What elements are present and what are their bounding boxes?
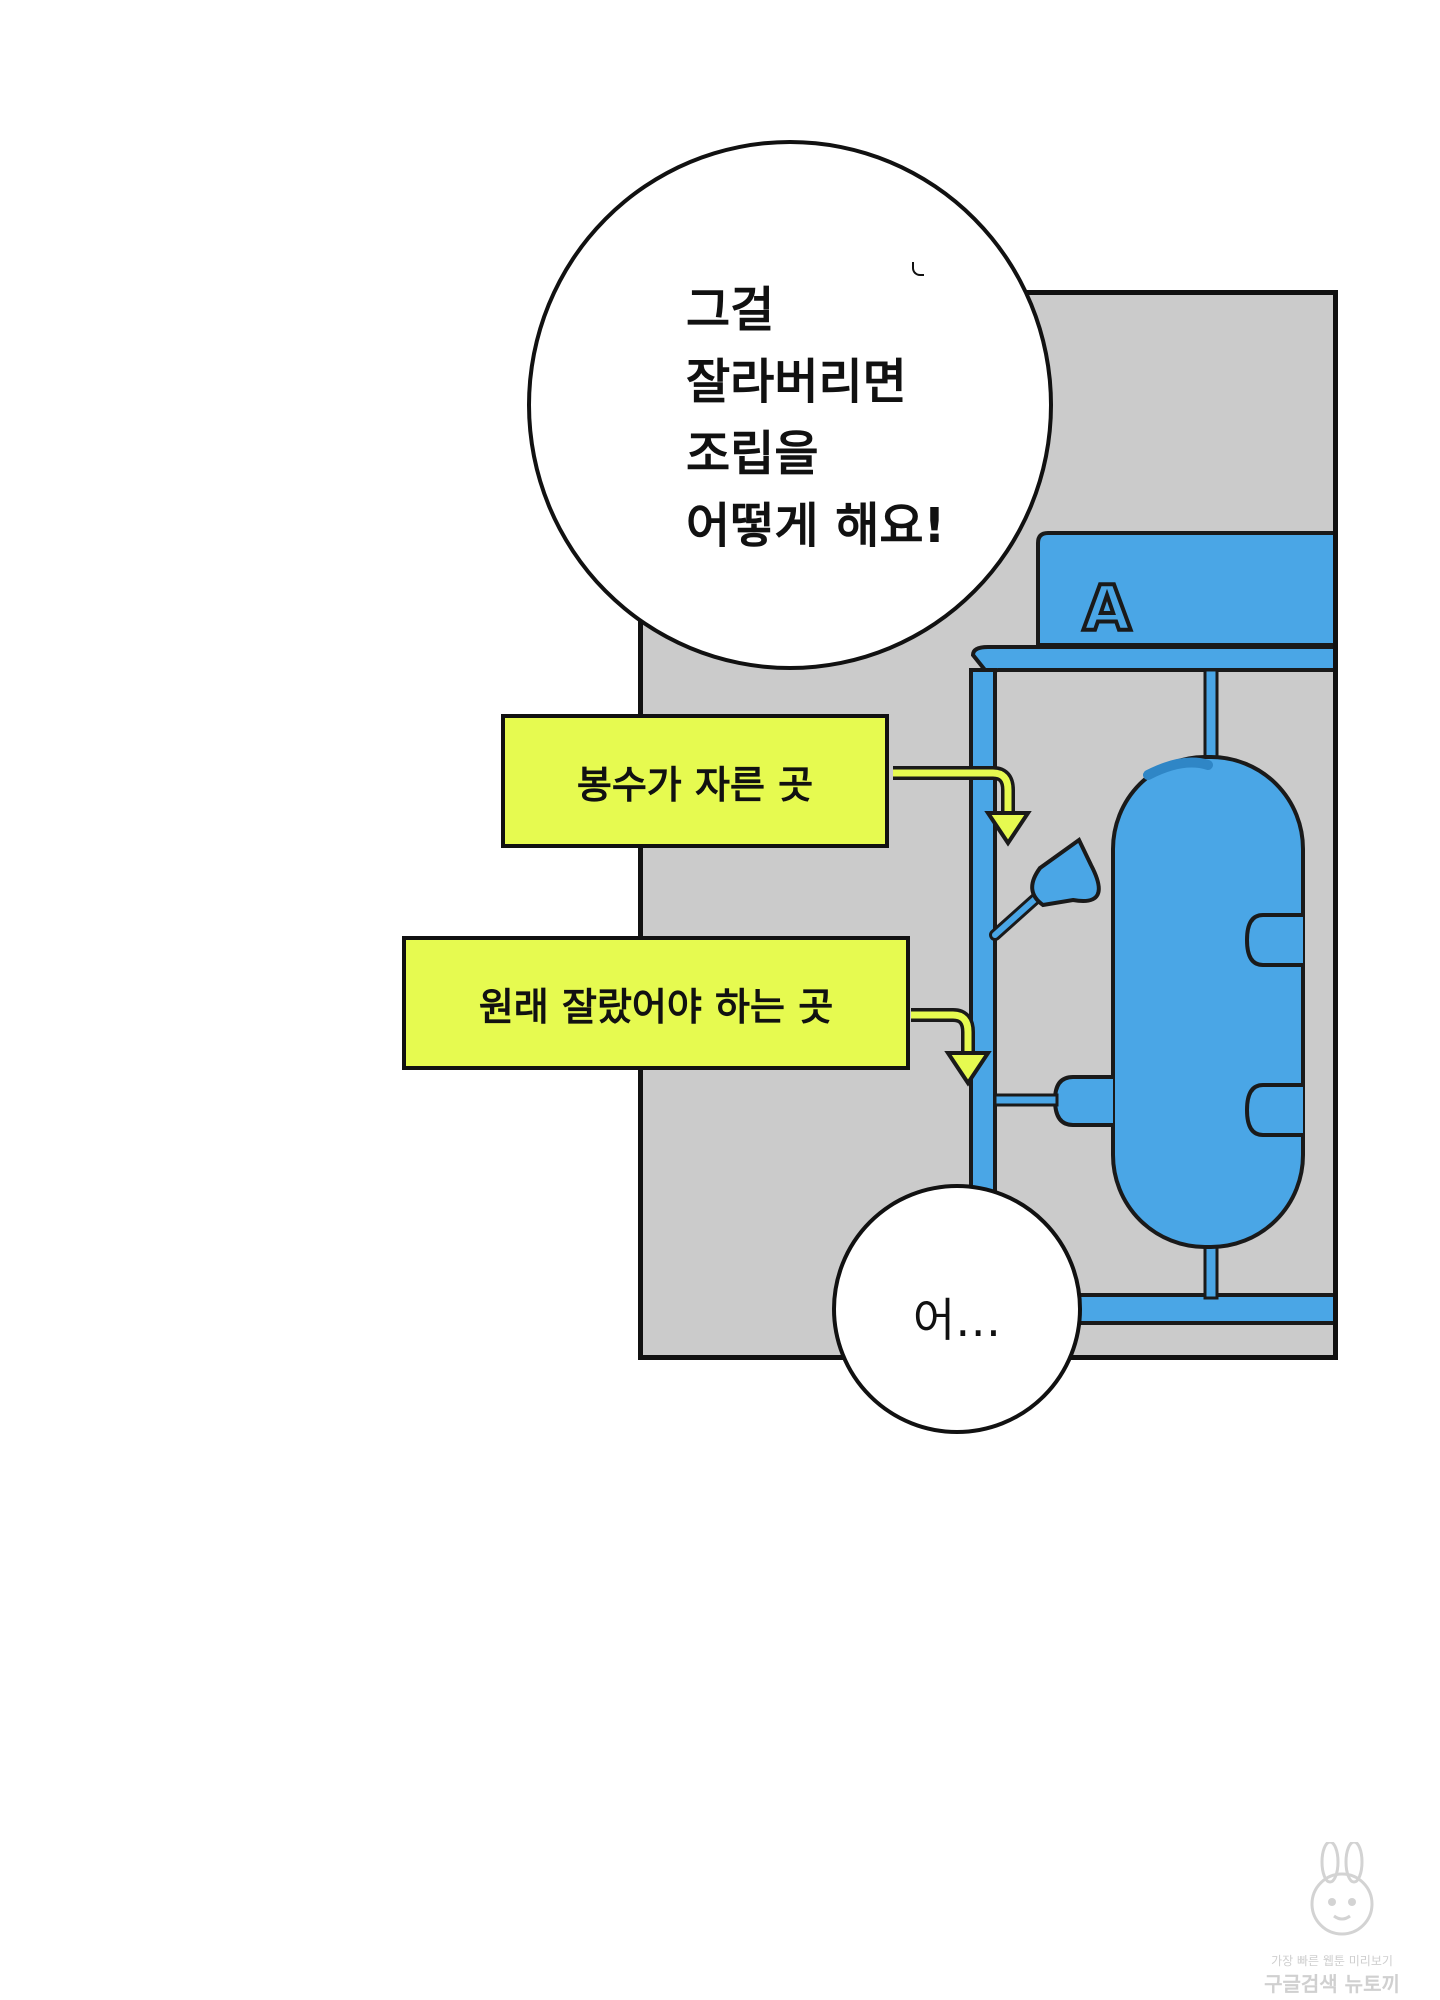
speech-bubble-reply: 어… bbox=[832, 1184, 1082, 1434]
speech-line: 그걸 bbox=[686, 282, 775, 338]
label-wrong-cut: 봉수가 자른 곳 bbox=[501, 714, 889, 848]
speech-line: 조립을 bbox=[686, 426, 819, 482]
watermark-bottom-text: 구글검색 뉴토끼 bbox=[1264, 1972, 1400, 1996]
speech-bubble-text: 그걸 잘라버리면 조립을 어떻게 해요! bbox=[686, 274, 945, 562]
watermark: 가장 빠른 웹툰 미리보기 구글검색 뉴토끼 bbox=[1232, 1842, 1432, 1996]
bunny-mascot-icon bbox=[1310, 1842, 1374, 1936]
speech-line: 어떻게 해요! bbox=[686, 498, 946, 554]
detached-cup-part bbox=[1030, 836, 1101, 908]
capsule-part bbox=[1111, 755, 1305, 1249]
label-correct-cut: 원래 잘랐어야 하는 곳 bbox=[402, 936, 910, 1070]
label-correct-cut-text: 원래 잘랐어야 하는 곳 bbox=[478, 984, 834, 1029]
label-wrong-cut-text: 봉수가 자른 곳 bbox=[576, 762, 814, 807]
plastic-runner-drawing: A bbox=[893, 531, 1333, 1342]
speech-line: 잘라버리면 bbox=[686, 354, 907, 410]
speech-bubble-main: 그걸 잘라버리면 조립을 어떻게 해요! bbox=[527, 140, 1053, 670]
runner-tag-block bbox=[1036, 531, 1333, 647]
watermark-top-text: 가장 빠른 웹툰 미리보기 bbox=[1271, 1954, 1393, 1968]
runner-letter: A bbox=[1083, 572, 1131, 645]
sweat-mark bbox=[912, 262, 924, 276]
reply-text: 어… bbox=[912, 1293, 1002, 1347]
